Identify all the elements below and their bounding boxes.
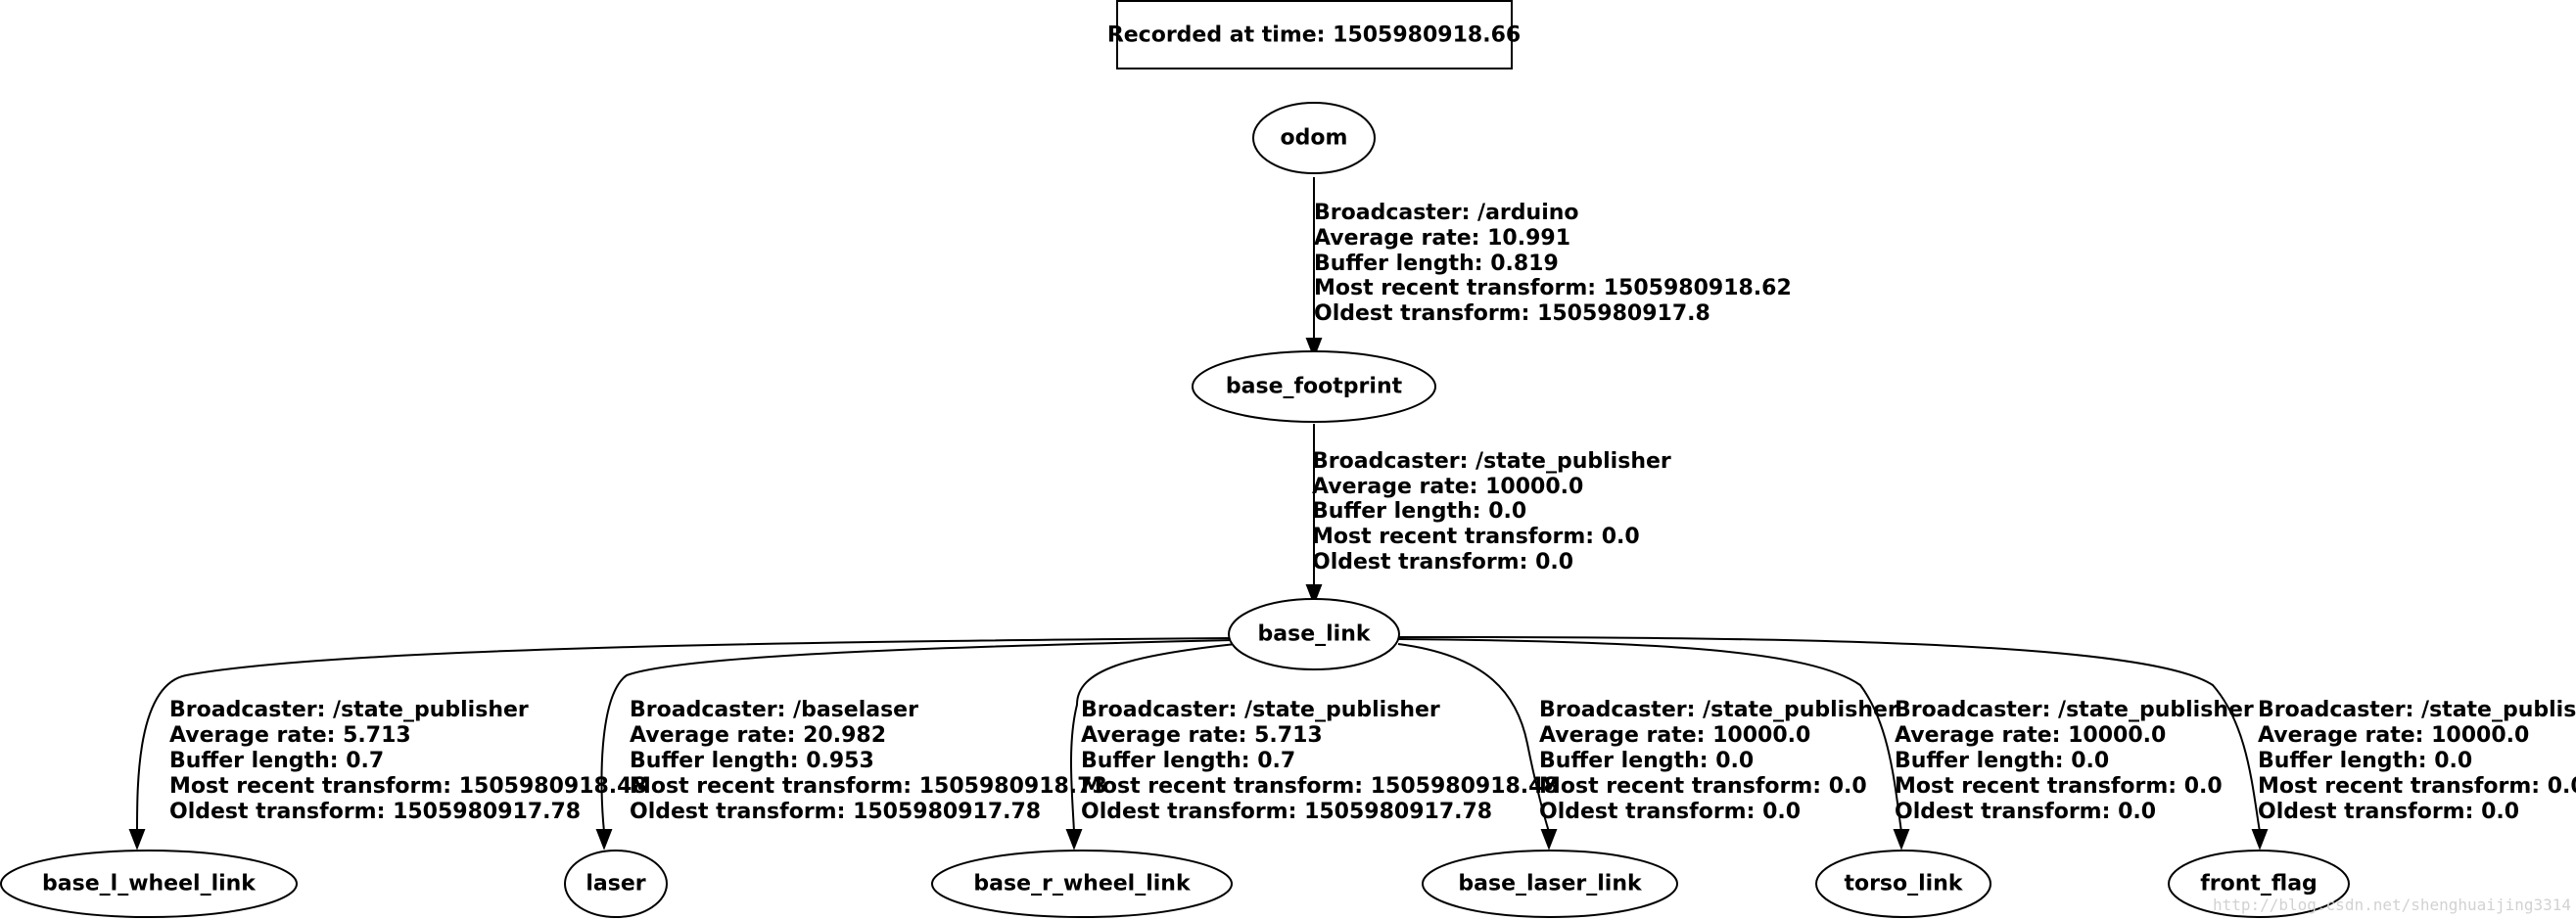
broadcaster-text: Broadcaster: /baselaser bbox=[630, 698, 918, 722]
oldest-transform-text: Oldest transform: 1505980917.78 bbox=[630, 800, 1041, 824]
edge-label-base-link-front-flag: Broadcaster: /state_publisher Average ra… bbox=[2258, 698, 2576, 824]
arrowhead-base-link bbox=[1305, 584, 1323, 606]
oldest-transform-text: Oldest transform: 1505980917.8 bbox=[1314, 301, 1710, 326]
average-rate-text: Average rate: 10000.0 bbox=[1312, 475, 1583, 499]
arrowhead-base-laser-link bbox=[1540, 829, 1558, 851]
most-recent-transform-text: Most recent transform: 1505980918.48 bbox=[169, 774, 647, 799]
edges bbox=[128, 177, 2269, 851]
frame-nodes: odom base_footprint base_link base_l_whe… bbox=[0, 102, 2350, 918]
node-base-footprint-label: base_footprint bbox=[1226, 375, 1403, 399]
broadcaster-text: Broadcaster: /state_publisher bbox=[1539, 698, 1898, 722]
arrowhead-base-l-wheel-link bbox=[128, 829, 146, 851]
node-torso-link-label: torso_link bbox=[1844, 872, 1963, 897]
buffer-length-text: Buffer length: 0.7 bbox=[1081, 749, 1295, 773]
node-base-link-label: base_link bbox=[1258, 622, 1372, 647]
edge-label-base-link-laser: Broadcaster: /baselaser Average rate: 20… bbox=[630, 698, 1114, 824]
edge-base-link-to-front-flag bbox=[1397, 635, 2261, 833]
node-base-footprint: base_footprint bbox=[1192, 350, 1436, 423]
broadcaster-text: Broadcaster: /state_publisher bbox=[1081, 698, 1440, 722]
edge-base-link-to-laser bbox=[600, 639, 1233, 833]
node-base-link: base_link bbox=[1228, 598, 1400, 670]
broadcaster-text: Broadcaster: /state_publisher bbox=[2258, 698, 2576, 722]
node-torso-link: torso_link bbox=[1815, 850, 1991, 918]
node-base-l-wheel-link: base_l_wheel_link bbox=[0, 850, 298, 918]
oldest-transform-text: Oldest transform: 0.0 bbox=[1539, 800, 1801, 824]
buffer-length-text: Buffer length: 0.7 bbox=[169, 749, 384, 773]
edge-base-link-to-base-r-wheel-link bbox=[1070, 643, 1237, 833]
node-base-laser-link: base_laser_link bbox=[1422, 850, 1678, 918]
oldest-transform-text: Oldest transform: 1505980917.78 bbox=[1081, 800, 1492, 824]
broadcaster-text: Broadcaster: /state_publisher bbox=[169, 698, 529, 722]
edge-label-base-link-base-r-wheel-link: Broadcaster: /state_publisher Average ra… bbox=[1081, 698, 1566, 824]
most-recent-transform-text: Most recent transform: 0.0 bbox=[1312, 525, 1640, 549]
broadcaster-text: Broadcaster: /arduino bbox=[1314, 201, 1579, 225]
most-recent-transform-text: Most recent transform: 0.0 bbox=[1895, 774, 2223, 799]
node-base-r-wheel-link: base_r_wheel_link bbox=[931, 850, 1233, 918]
oldest-transform-text: Oldest transform: 0.0 bbox=[2258, 800, 2519, 824]
edge-label-base-link-torso-link: Broadcaster: /state_publisher Average ra… bbox=[1895, 698, 2261, 824]
most-recent-transform-text: Most recent transform: 1505980918.48 bbox=[1081, 774, 1559, 799]
edge-base-link-to-base-laser-link bbox=[1397, 643, 1550, 833]
edge-labels: Broadcaster: /arduino Average rate: 10.9… bbox=[169, 201, 2576, 824]
broadcaster-text: Broadcaster: /state_publisher bbox=[1895, 698, 2254, 722]
most-recent-transform-text: Most recent transform: 0.0 bbox=[1539, 774, 1867, 799]
average-rate-text: Average rate: 10000.0 bbox=[1895, 723, 2166, 748]
node-laser: laser bbox=[564, 850, 668, 918]
most-recent-transform-text: Most recent transform: 0.0 bbox=[2258, 774, 2576, 799]
most-recent-transform-text: Most recent transform: 1505980918.73 bbox=[630, 774, 1107, 799]
node-base-l-wheel-link-label: base_l_wheel_link bbox=[42, 872, 257, 897]
average-rate-text: Average rate: 10.991 bbox=[1314, 226, 1570, 251]
node-odom: odom bbox=[1252, 102, 1376, 174]
buffer-length-text: Buffer length: 0.953 bbox=[630, 749, 874, 773]
edge-label-base-link-base-laser-link: Broadcaster: /state_publisher Average ra… bbox=[1539, 698, 1905, 824]
buffer-length-text: Buffer length: 0.819 bbox=[1314, 252, 1559, 276]
node-laser-label: laser bbox=[585, 872, 645, 897]
buffer-length-text: Buffer length: 0.0 bbox=[1539, 749, 1754, 773]
watermark-text: http://blog.csdn.net/shenghuaijing3314 bbox=[2213, 896, 2571, 914]
node-odom-label: odom bbox=[1281, 126, 1348, 151]
buffer-length-text: Buffer length: 0.0 bbox=[2258, 749, 2472, 773]
arrowhead-front-flag bbox=[2251, 829, 2269, 851]
buffer-length-text: Buffer length: 0.0 bbox=[1312, 499, 1526, 524]
edge-label-base-link-base-l-wheel-link: Broadcaster: /state_publisher Average ra… bbox=[169, 698, 654, 824]
edge-label-odom-base-footprint: Broadcaster: /arduino Average rate: 10.9… bbox=[1314, 201, 1799, 326]
recorded-time-box: Recorded at time: 1505980918.66 bbox=[1107, 0, 1521, 69]
node-base-laser-link-label: base_laser_link bbox=[1458, 872, 1643, 897]
oldest-transform-text: Oldest transform: 0.0 bbox=[1312, 550, 1573, 575]
edge-base-link-to-torso-link bbox=[1397, 638, 1902, 833]
buffer-length-text: Buffer length: 0.0 bbox=[1895, 749, 2109, 773]
average-rate-text: Average rate: 5.713 bbox=[1081, 723, 1323, 748]
arrowhead-torso-link bbox=[1893, 829, 1910, 851]
oldest-transform-text: Oldest transform: 0.0 bbox=[1895, 800, 2156, 824]
average-rate-text: Average rate: 10000.0 bbox=[2258, 723, 2529, 748]
arrowhead-laser bbox=[595, 829, 613, 851]
oldest-transform-text: Oldest transform: 1505980917.78 bbox=[169, 800, 581, 824]
arrowhead-base-footprint bbox=[1305, 338, 1323, 359]
average-rate-text: Average rate: 20.982 bbox=[630, 723, 886, 748]
average-rate-text: Average rate: 5.713 bbox=[169, 723, 411, 748]
node-front-flag: front_flag bbox=[2168, 850, 2350, 918]
recorded-time-label: Recorded at time: 1505980918.66 bbox=[1107, 23, 1521, 48]
node-front-flag-label: front_flag bbox=[2200, 872, 2318, 897]
edge-base-link-to-base-l-wheel-link bbox=[136, 637, 1233, 833]
average-rate-text: Average rate: 10000.0 bbox=[1539, 723, 1810, 748]
broadcaster-text: Broadcaster: /state_publisher bbox=[1312, 449, 1671, 474]
most-recent-transform-text: Most recent transform: 1505980918.62 bbox=[1314, 276, 1792, 300]
edge-label-base-footprint-base-link: Broadcaster: /state_publisher Average ra… bbox=[1312, 449, 1678, 575]
arrowhead-base-r-wheel-link bbox=[1065, 829, 1083, 851]
node-base-r-wheel-link-label: base_r_wheel_link bbox=[973, 872, 1192, 897]
